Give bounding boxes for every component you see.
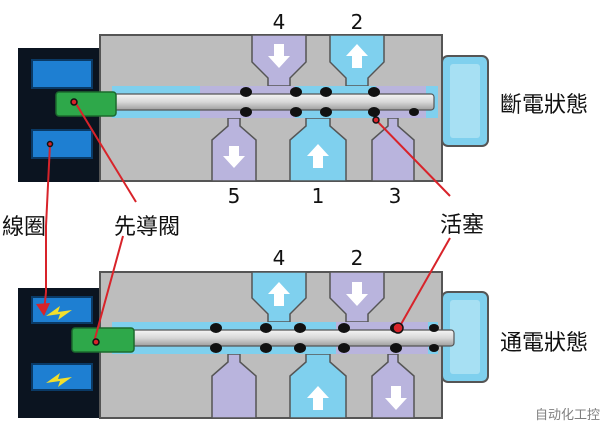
arrow-down-port5-off <box>223 146 245 168</box>
port-2-label-top: 2 <box>351 10 364 34</box>
valve-on <box>18 271 489 419</box>
coil-arrowhead <box>36 303 50 316</box>
leader-lines <box>43 101 451 343</box>
port-4-label-bottom: 4 <box>273 246 286 270</box>
coil-block-lower-off <box>31 129 93 159</box>
pilot-plunger-on <box>71 327 135 353</box>
leader-pilot-bottom <box>93 235 124 343</box>
spark-icon-upper <box>46 306 72 320</box>
arrow-down-port4-off <box>268 44 290 68</box>
coil-label: 線圈 <box>2 215 46 240</box>
port-4-label-top: 4 <box>273 10 286 34</box>
arrow-down-port3-on <box>385 386 407 410</box>
spool-off <box>99 93 435 111</box>
flow-arrows-on <box>268 282 407 410</box>
arrow-up-port4-on <box>268 282 290 306</box>
valve-off <box>18 34 489 182</box>
port-1-label-top: 1 <box>312 184 325 208</box>
arrow-down-port2-on <box>346 282 368 306</box>
end-cap-inner-on <box>450 300 480 374</box>
o-rings-off <box>240 87 419 117</box>
state-off-label: 斷電狀態 <box>500 93 588 118</box>
leader-dots <box>46 98 404 346</box>
leader-piston-bottom <box>399 237 451 327</box>
coil-block-lower-on <box>31 363 93 391</box>
leader-coil <box>43 143 51 313</box>
pilot-plunger-off <box>55 91 117 117</box>
arrow-up-port2-off <box>346 44 368 68</box>
arrow-up-port1-off <box>307 144 329 168</box>
pilot-label: 先導閥 <box>114 215 180 240</box>
end-cap-inner-off <box>450 64 480 138</box>
port-2-label-bottom: 2 <box>351 246 364 270</box>
arrow-up-port1-on <box>307 386 329 410</box>
state-on-label: 通電狀態 <box>500 331 588 356</box>
coil-block-upper-off <box>31 59 93 89</box>
port-5-label-top: 5 <box>228 184 241 208</box>
leader-piston-top <box>375 119 451 197</box>
watermark: 自动化工控 <box>535 408 600 422</box>
port-3-label-top: 3 <box>389 184 402 208</box>
leader-pilot-top <box>74 101 137 203</box>
piston-label: 活塞 <box>440 213 484 238</box>
flow-arrows-off <box>223 44 368 168</box>
spark-icon-lower <box>46 373 72 387</box>
